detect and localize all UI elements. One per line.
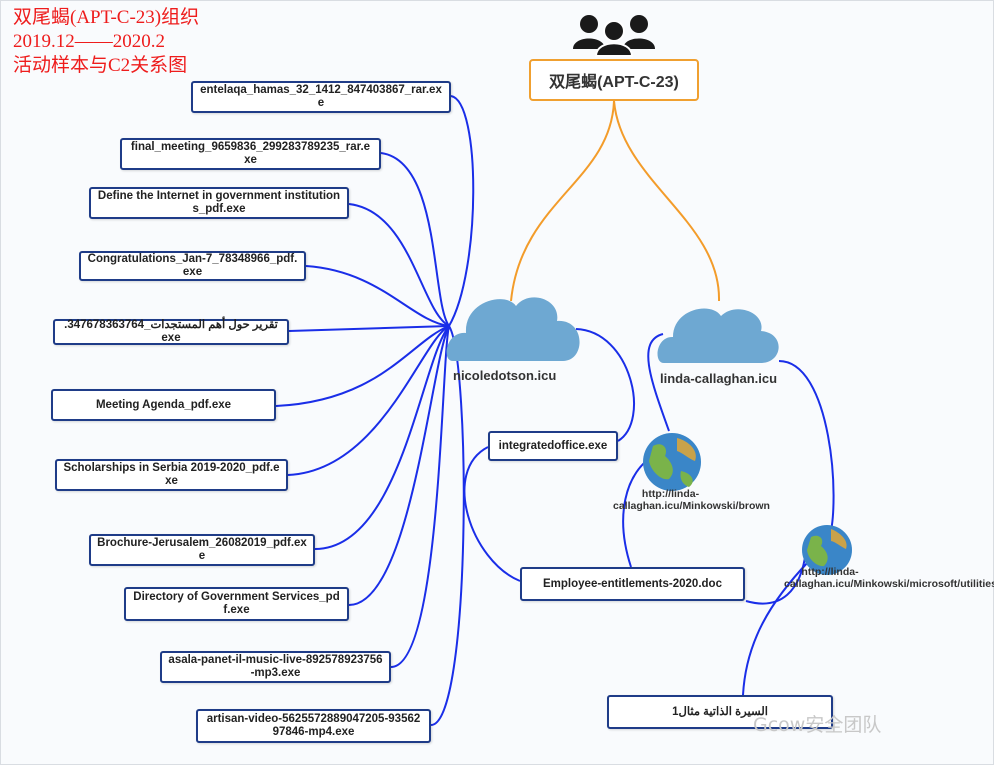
sample-node-4[interactable]: Congratulations_Jan-7_78348966_pdf.exe xyxy=(79,251,306,281)
connector-d2-url2 xyxy=(778,360,835,540)
url-label-brown: http://linda-callaghan.icu/Minkowski/bro… xyxy=(613,488,770,512)
sample-node-8[interactable]: Brochure-Jerusalem_26082019_pdf.exe xyxy=(89,534,315,566)
connector-root-d2 xyxy=(613,100,721,302)
connector-d2-url1 xyxy=(647,333,670,432)
connector-url2-employee xyxy=(745,550,807,605)
connector-sample-4 xyxy=(305,265,450,327)
title-line-1: 双尾蝎(APT-C-23)组织 xyxy=(13,7,200,28)
sample-node-6[interactable]: Meeting Agenda_pdf.exe xyxy=(51,389,276,421)
sample-node-9[interactable]: Directory of Government Services_pdf.exe xyxy=(124,587,349,621)
url-label-utilities: http://linda-callaghan.icu/Minkowski/mic… xyxy=(784,566,994,590)
sample-node-10[interactable]: asala-panet-il-music-live-892578923756-m… xyxy=(160,651,391,683)
sample-node-2[interactable]: final_meeting_9659836_299283789235_rar.e… xyxy=(120,138,381,170)
integratedoffice-node[interactable]: integratedoffice.exe xyxy=(488,431,618,461)
connector-d1-integrated xyxy=(575,328,635,442)
globe-icon-1 xyxy=(643,433,701,491)
title-line-2: 2019.12——2020.2 xyxy=(13,31,165,52)
cloud-nicoledotson xyxy=(446,297,580,361)
connector-integrated-employee xyxy=(463,446,521,582)
domain-label-nicoledotson: nicoledotson.icu xyxy=(453,368,557,383)
connector-sample-9 xyxy=(348,325,450,606)
cloud-linda-callaghan xyxy=(657,308,779,363)
sample-node-5[interactable]: تقرير حول أهم المستجدات_347678363764.exe xyxy=(53,319,289,345)
connector-sample-7 xyxy=(287,325,450,476)
connector-sample-8 xyxy=(314,325,450,550)
connector-sample-1 xyxy=(448,95,475,327)
watermark: Gcow安全团队 xyxy=(753,714,882,736)
employee-entitlements-node[interactable]: Employee-entitlements-2020.doc xyxy=(520,567,745,601)
connector-sample-6 xyxy=(275,325,450,407)
sample-node-3[interactable]: Define the Internet in government instit… xyxy=(89,187,349,219)
sample-node-1[interactable]: entelaqa_hamas_32_1412_847403867_rar.exe xyxy=(191,81,451,113)
connector-sample-2 xyxy=(380,152,450,327)
connector-sample-3 xyxy=(348,203,450,327)
connector-sample-10 xyxy=(390,325,450,668)
sample-node-7[interactable]: Scholarships in Serbia 2019-2020_pdf.exe xyxy=(55,459,288,491)
title-line-3: 活动样本与C2关系图 xyxy=(13,55,188,76)
globe-icon-2 xyxy=(802,525,852,575)
sample-node-11[interactable]: artisan-video-5625572889047205-935629784… xyxy=(196,709,431,743)
root-node[interactable]: 双尾蝎(APT-C-23) xyxy=(529,59,699,101)
cv-sample-node[interactable]: السيرة الذاتية مثال1 xyxy=(607,695,833,729)
domain-label-linda-callaghan: linda-callaghan.icu xyxy=(660,371,778,386)
connector-root-d1 xyxy=(510,100,615,302)
people-icon xyxy=(573,15,655,57)
connector-url2-cv xyxy=(742,560,810,696)
connector-sample-11 xyxy=(430,325,465,726)
connector-sample-5 xyxy=(288,325,450,332)
